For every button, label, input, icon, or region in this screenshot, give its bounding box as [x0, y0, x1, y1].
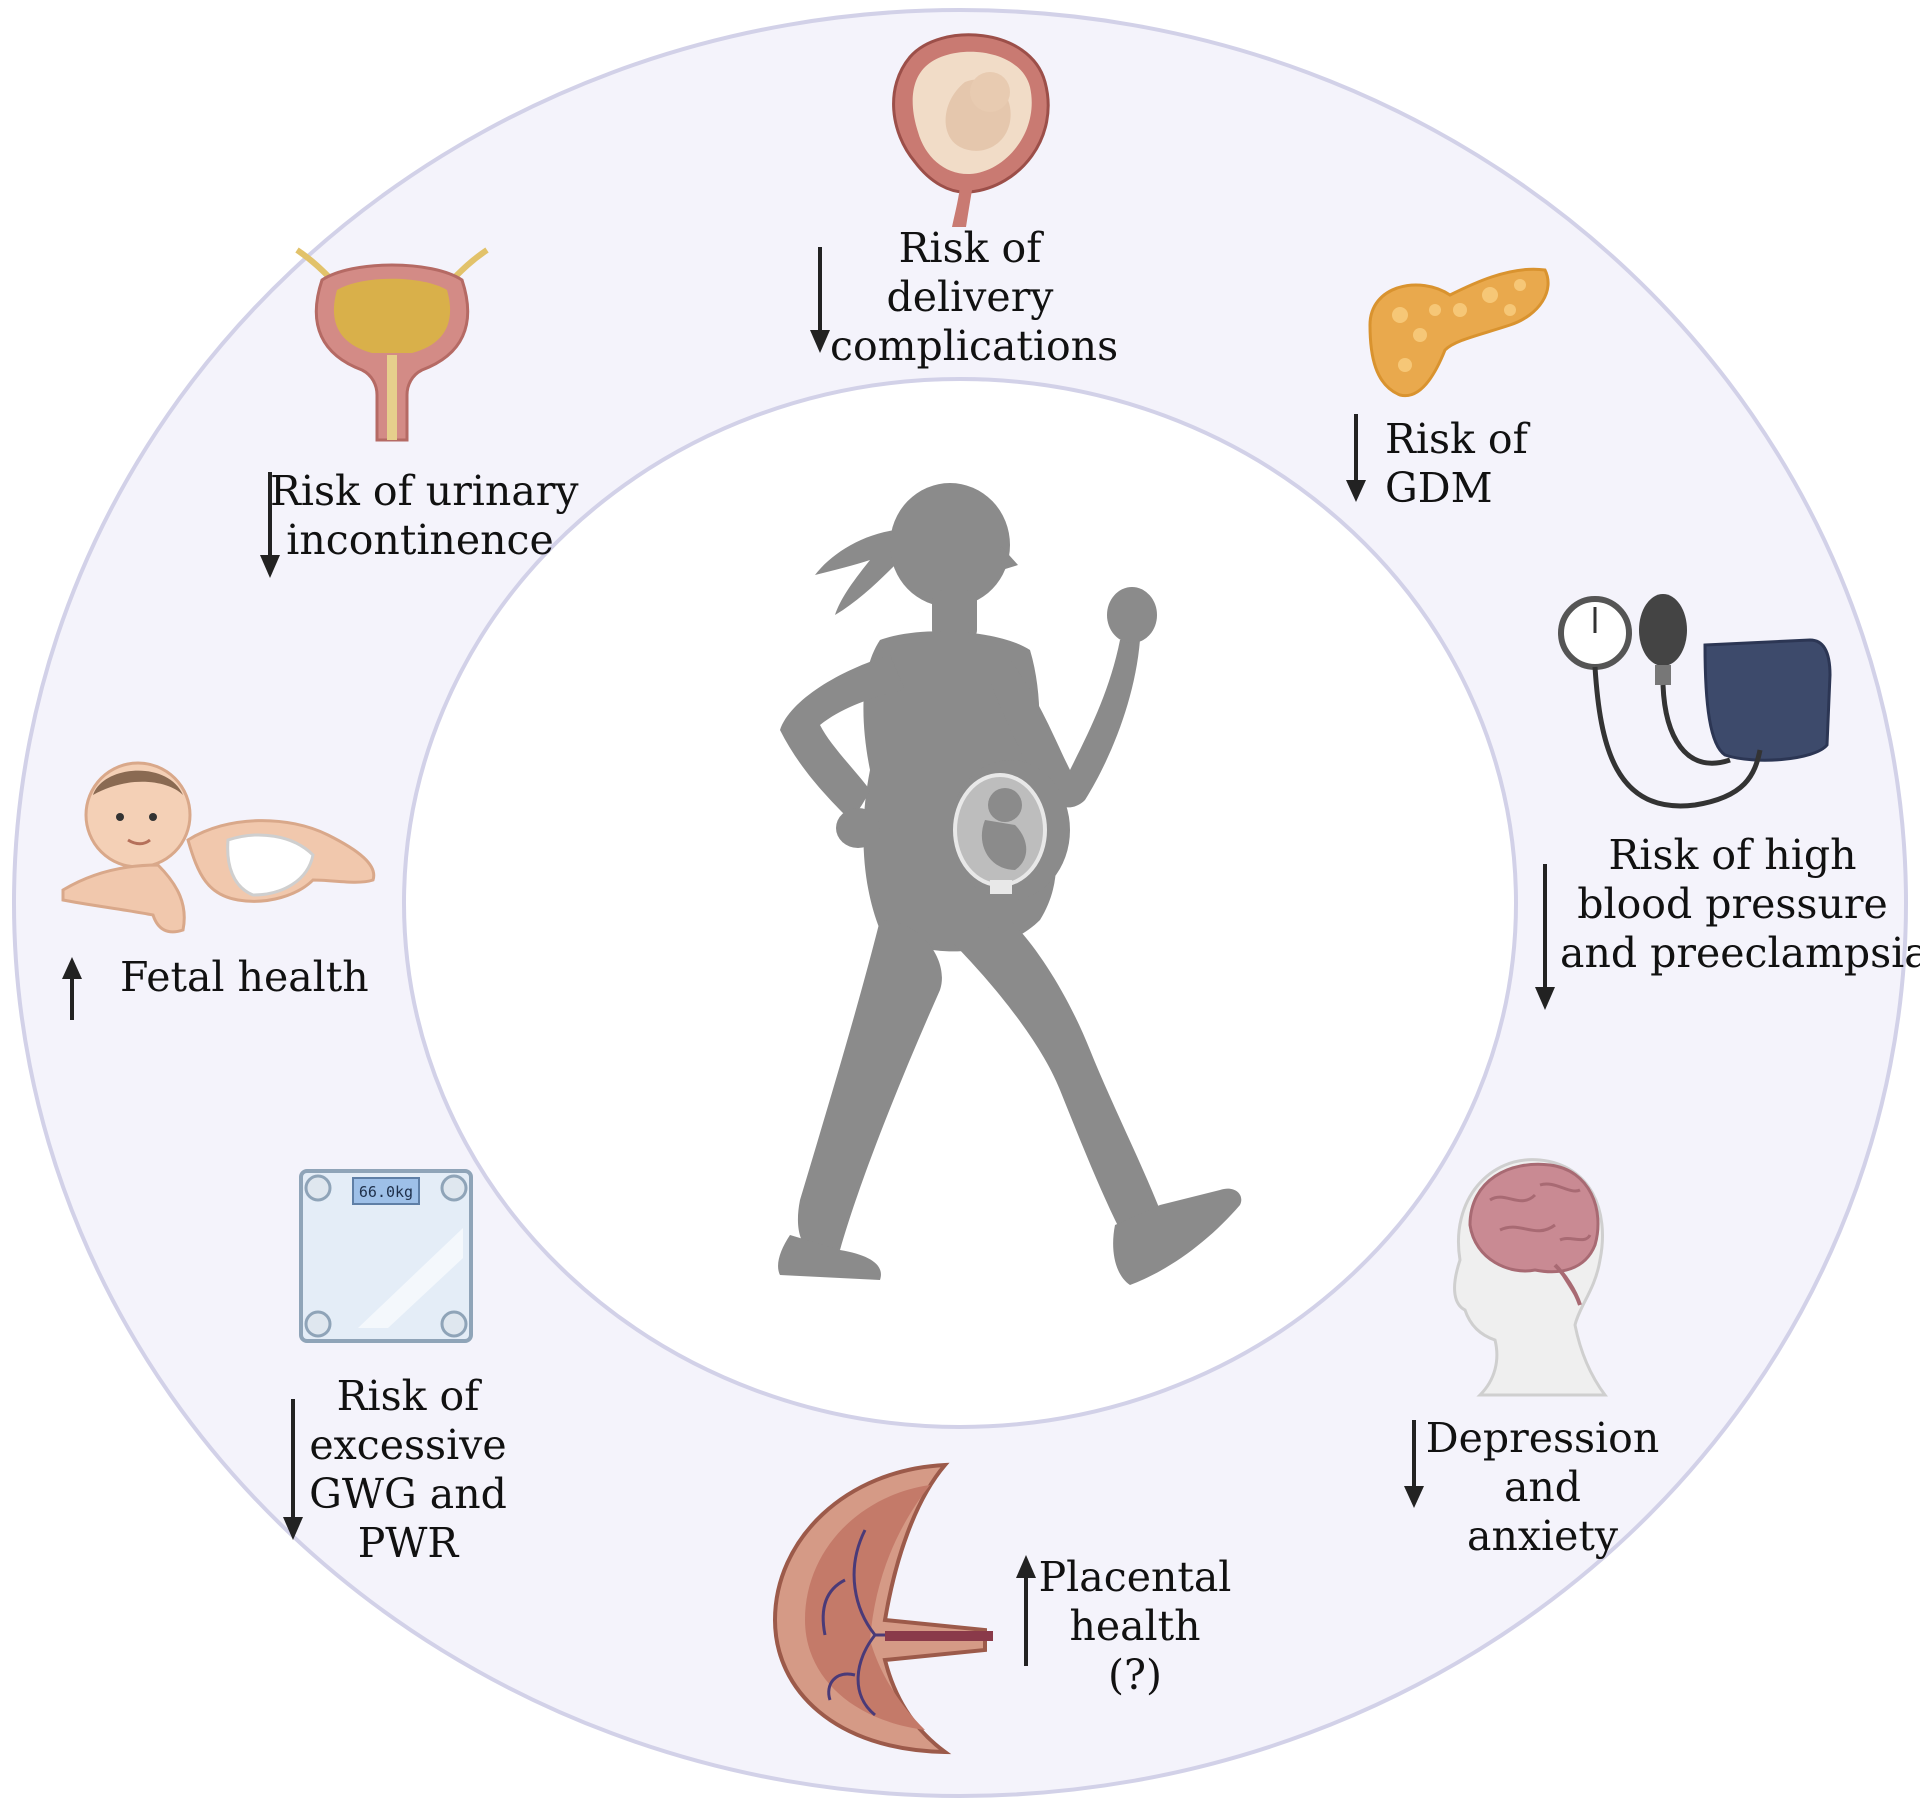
blood-pressure-label: Risk of high blood pressure and preeclam… — [1560, 831, 1920, 978]
bladder-icon — [292, 245, 492, 445]
label-line: Risk of high — [1608, 831, 1857, 879]
pregnant-uterus-icon — [870, 22, 1060, 232]
decrease-arrow-icon — [283, 1399, 303, 1540]
increase-arrow-icon — [62, 957, 82, 1020]
delivery-complications-label: Risk of delivery complications — [830, 224, 1119, 371]
label-line: Fetal health — [120, 953, 369, 1001]
label-line: GDM — [1385, 464, 1493, 512]
increase-arrow-icon — [1016, 1555, 1036, 1666]
decrease-arrow-icon — [1404, 1420, 1424, 1508]
urinary-incontinence-label: Risk of urinary incontinence — [270, 467, 579, 565]
label-line: Risk of urinary — [270, 467, 579, 515]
label-line: delivery — [886, 273, 1054, 321]
label-line: and preeclampsia — [1560, 929, 1920, 977]
pancreas-icon — [1360, 255, 1560, 405]
fetal-health-label: Fetal health — [120, 953, 369, 1002]
label-line: (?) — [1108, 1651, 1162, 1699]
label-line: health — [1069, 1602, 1201, 1650]
label-line: blood pressure — [1577, 880, 1888, 928]
scale-display: 66.0kg — [359, 1183, 413, 1201]
decrease-arrow-icon — [1535, 864, 1555, 1010]
excessive-gwg-pwr-label: Risk of excessive GWG and PWR — [298, 1372, 518, 1568]
sphygmomanometer-icon — [1555, 585, 1835, 830]
decrease-arrow-icon — [1346, 414, 1366, 502]
placental-health-label: Placental health (?) — [1035, 1553, 1235, 1700]
gdm-label: Risk of GDM — [1385, 415, 1585, 513]
label-line: GWG and — [309, 1470, 507, 1518]
label-line: complications — [830, 322, 1119, 370]
label-line: excessive — [309, 1421, 507, 1469]
label-line: Risk of — [336, 1372, 480, 1420]
label-line: anxiety — [1467, 1512, 1618, 1560]
depression-anxiety-label: Depression and anxiety — [1420, 1414, 1665, 1561]
label-line: incontinence — [286, 516, 554, 564]
decrease-arrow-icon — [260, 472, 280, 578]
label-line: Placental — [1038, 1553, 1232, 1601]
label-line: Risk of — [1385, 415, 1528, 463]
decrease-arrow-icon — [810, 247, 830, 353]
placenta-icon — [765, 1460, 1005, 1760]
label-line: PWR — [357, 1519, 459, 1567]
bathroom-scale-icon: 66.0kg — [298, 1168, 474, 1344]
label-line: Depression — [1425, 1414, 1660, 1462]
label-line: Risk of — [898, 224, 1042, 272]
fetus-in-belly-icon — [953, 773, 1047, 894]
brain-head-icon — [1440, 1140, 1620, 1400]
baby-icon — [58, 755, 383, 950]
label-line: and — [1503, 1463, 1582, 1511]
